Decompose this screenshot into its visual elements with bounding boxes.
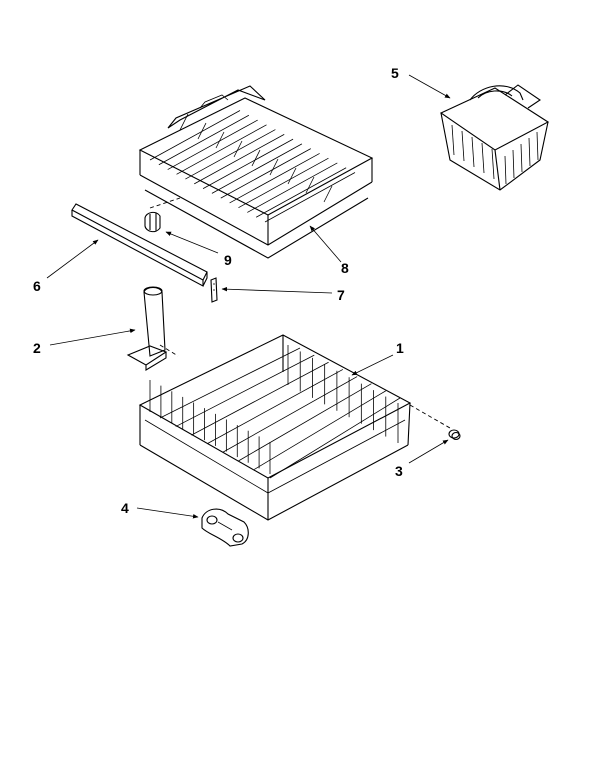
leader-9 — [165, 231, 219, 254]
wheel-drawing — [409, 404, 461, 441]
upper-rack-drawing — [138, 85, 374, 259]
leader-6 — [46, 239, 99, 279]
leader-5 — [408, 74, 451, 99]
callout-9: 9 — [224, 252, 232, 268]
leader-3 — [408, 439, 449, 464]
callout-3: 3 — [395, 463, 403, 479]
leader-8 — [309, 225, 342, 263]
callout-1: 1 — [396, 340, 404, 356]
leader-1 — [351, 354, 394, 376]
cutlery-basket-drawing — [439, 84, 550, 191]
clip-drawing — [144, 197, 181, 233]
roller-clip-drawing — [201, 508, 249, 547]
callout-6: 6 — [33, 278, 41, 294]
pin-drawing — [210, 277, 218, 303]
rack-track-drawing — [126, 286, 179, 371]
callout-5: 5 — [391, 65, 399, 81]
callout-8: 8 — [341, 260, 349, 276]
leader-7 — [221, 286, 333, 294]
leader-2 — [49, 328, 136, 346]
lower-rack-drawing — [138, 334, 412, 521]
rack-handle-drawing — [71, 203, 208, 287]
callout-4: 4 — [121, 500, 129, 516]
callout-7: 7 — [337, 287, 345, 303]
leader-4 — [136, 507, 199, 519]
callout-2: 2 — [33, 340, 41, 356]
